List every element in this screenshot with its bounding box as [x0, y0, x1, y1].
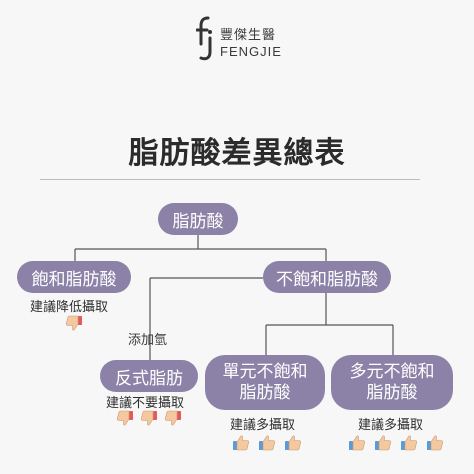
thumbs-up-icon	[232, 433, 250, 451]
node-pufa-label: 多元不飽和 脂肪酸	[349, 361, 435, 403]
logo-mark-icon	[196, 16, 212, 61]
logo-english: FENGJIE	[220, 44, 282, 59]
node-unsaturated: 不飽和脂肪酸	[263, 261, 391, 293]
rec-pufa: 建議多攝取	[358, 418, 424, 433]
node-fatty-acid: 脂肪酸	[158, 203, 238, 235]
title-divider	[40, 179, 420, 180]
rec-mufa: 建議多攝取	[230, 418, 296, 433]
thumbs-down-icon	[65, 315, 83, 333]
node-saturated-label: 飽和脂肪酸	[31, 269, 117, 290]
node-mufa-label: 單元不飽和 脂肪酸	[222, 361, 308, 403]
node-unsaturated-label: 不飽和脂肪酸	[276, 269, 378, 290]
thumbs-up-icon	[348, 433, 366, 451]
node-saturated: 飽和脂肪酸	[17, 261, 131, 293]
rec-trans: 建議不要攝取	[106, 396, 185, 411]
page-title: 脂肪酸差異總表	[128, 136, 346, 171]
node-mufa: 單元不飽和 脂肪酸	[205, 355, 325, 410]
node-fatty-acid-label: 脂肪酸	[172, 211, 224, 232]
logo: 豐傑生醫 FENGJIE	[196, 14, 286, 66]
thumbs-up-icon	[426, 433, 444, 451]
logo-chinese: 豐傑生醫	[220, 28, 277, 43]
node-trans-fat: 反式脂肪	[100, 360, 198, 392]
thumbs-down-icon	[140, 410, 158, 428]
rec-saturated: 建議降低攝取	[30, 300, 109, 315]
hydrogenation-label: 添加氫	[128, 333, 168, 348]
thumbs-up-icon	[284, 433, 302, 451]
thumbs-up-icon	[400, 433, 418, 451]
thumbs-down-icon	[116, 410, 134, 428]
thumbs-down-icon	[164, 410, 182, 428]
node-trans-fat-label: 反式脂肪	[115, 368, 183, 389]
thumbs-up-icon	[258, 433, 276, 451]
node-pufa: 多元不飽和 脂肪酸	[331, 355, 453, 410]
thumbs-up-icon	[374, 433, 392, 451]
